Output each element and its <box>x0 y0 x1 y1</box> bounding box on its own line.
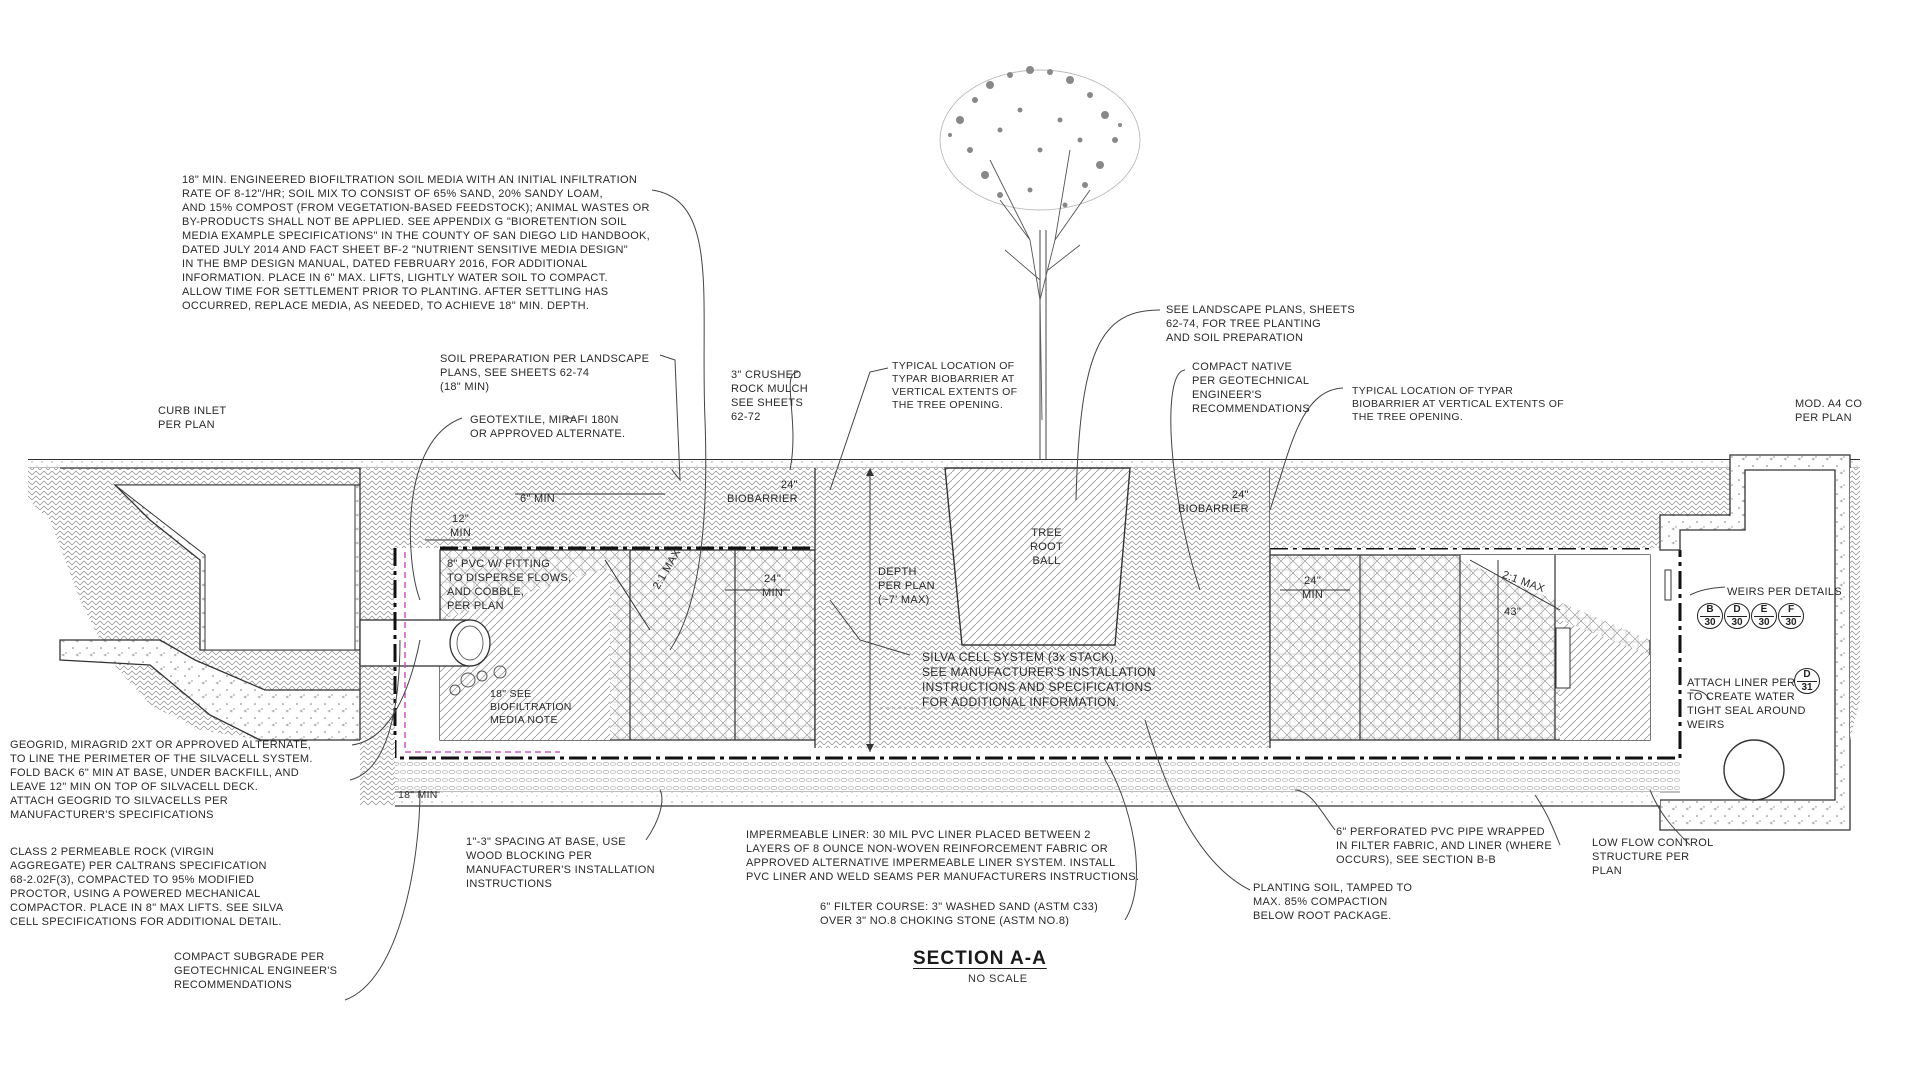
attach-liner-note: ATTACH LINER PER TO CREATE WATER TIGHT S… <box>1687 677 1806 731</box>
min24-left-dimension: 24" MIN <box>762 573 784 599</box>
geogrid-note: GEOGRID, MIRAGRID 2XT OR APPROVED ALTERN… <box>10 739 313 821</box>
biobarrier-left-label: 24" BIOBARRIER <box>727 479 798 505</box>
soil-prep-note: SOIL PREPARATION PER LANDSCAPE PLANS, SE… <box>440 353 650 393</box>
typar-right-note: TYPICAL LOCATION OF TYPAR BIOBARRIER AT … <box>1352 385 1564 423</box>
eighteen-min-dimension: 18" MIN <box>398 789 438 801</box>
spacing-note: 1"-3" SPACING AT BASE, USE WOOD BLOCKING… <box>466 836 655 890</box>
section-title: SECTION A-A <box>913 948 1047 969</box>
tree-canopy-icon <box>939 66 1141 460</box>
root-ball-label: TREE ROOT BALL <box>1030 527 1063 567</box>
filter-course-lower <box>395 792 1660 806</box>
outlet-structure <box>1659 454 1851 831</box>
low-flow-note: LOW FLOW CONTROL STRUCTURE PER PLAN <box>1592 837 1714 877</box>
filter-course-note: 6" FILTER COURSE: 3" WASHED SAND (ASTM C… <box>820 901 1099 927</box>
landscape-plans-note: SEE LANDSCAPE PLANS, SHEETS 62-74, FOR T… <box>1166 304 1356 344</box>
twelve-min-dimension: 12" MIN <box>450 513 472 539</box>
planting-soil-note: PLANTING SOIL, TAMPED TO MAX. 85% COMPAC… <box>1253 882 1413 922</box>
liner-note: IMPERMEABLE LINER: 30 MIL PVC LINER PLAC… <box>746 829 1140 883</box>
section-subtitle: NO SCALE <box>968 973 1028 985</box>
curb-inlet-label: CURB INLET PER PLAN <box>158 405 227 431</box>
geotextile-note: GEOTEXTILE, MIRAFI 180N OR APPROVED ALTE… <box>470 414 626 440</box>
compact-subgrade-note: COMPACT SUBGRADE PER GEOTECHNICAL ENGINE… <box>174 951 338 991</box>
min24-right-dimension: 24" MIN <box>1302 575 1324 601</box>
depth-per-plan-label: DEPTH PER PLAN (~7' MAX) <box>878 566 935 606</box>
crushed-rock-note: 3" CRUSHED ROCK MULCH SEE SHEETS 62-72 <box>731 369 808 423</box>
biobarrier-right-label: 24" BIOBARRIER <box>1178 489 1249 515</box>
inlet-pipe-icon <box>359 619 507 696</box>
root-ball <box>944 467 1131 646</box>
outlet-pipe-icon <box>1723 739 1785 801</box>
height-43-dimension: 43" <box>1504 606 1522 618</box>
soil-prep-band-left <box>395 468 815 548</box>
soil-prep-band-right <box>1270 468 1660 548</box>
typar-left-note: TYPICAL LOCATION OF TYPAR BIOBARRIER AT … <box>892 360 1018 411</box>
weirs-note: WEIRS PER DETAILS <box>1727 586 1842 598</box>
biofiltration-dimension: 18" SEE BIOFILTRATION MEDIA NOTE <box>490 688 572 726</box>
perforated-pipe-note: 6" PERFORATED PVC PIPE WRAPPED IN FILTER… <box>1336 826 1552 866</box>
class2-rock-note: CLASS 2 PERMEABLE ROCK (VIRGIN AGGREGATE… <box>10 846 284 928</box>
six-min-dimension: 6" MIN <box>520 493 556 505</box>
mod-a4-label: MOD. A4 CO PER PLAN <box>1795 398 1863 424</box>
compact-native-note: COMPACT NATIVE PER GEOTECHNICAL ENGINEER… <box>1192 361 1310 415</box>
filter-course <box>395 762 1680 792</box>
pvc-fitting-note: 8" PVC W/ FITTING TO DISPERSE FLOWS, AND… <box>447 558 572 612</box>
silva-cell-note: SILVA CELL SYSTEM (3x STACK), SEE MANUFA… <box>922 650 1156 709</box>
soil-media-note: 18" MIN. ENGINEERED BIOFILTRATION SOIL M… <box>182 174 651 312</box>
